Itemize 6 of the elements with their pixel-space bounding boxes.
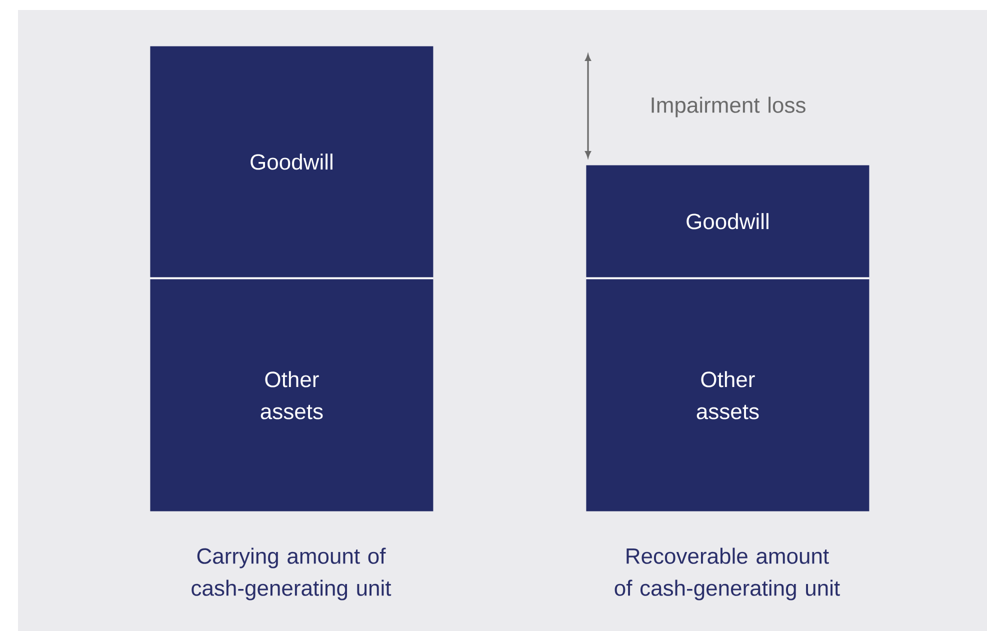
value-block: Goodwill [586,165,870,278]
value-block: Other assets [150,279,434,512]
caption-text: Carrying amount of cash-generating unit [192,548,392,600]
caption-text: Impairment loss [652,96,806,118]
caption-text: Recoverable amount of cash-generating unit [614,548,840,600]
value-block: Goodwill [150,46,434,278]
